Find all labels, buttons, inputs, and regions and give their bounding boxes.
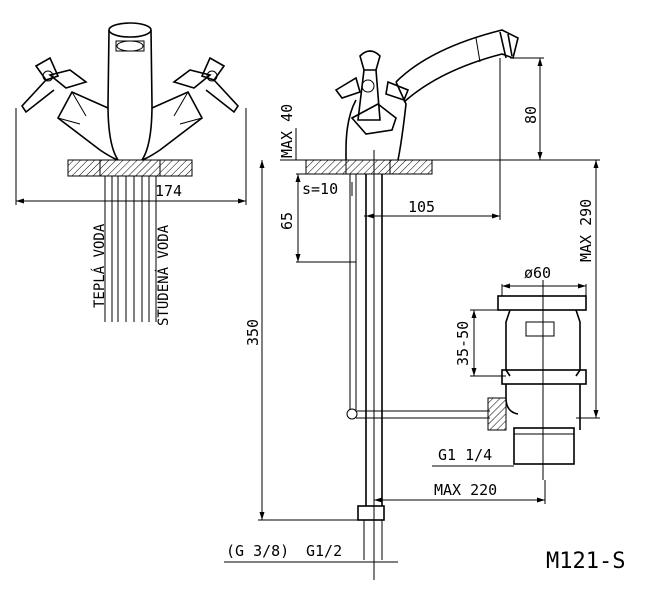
dim-max-40: MAX 40: [278, 104, 296, 158]
side-dimensions: [224, 57, 600, 563]
dim-35-50: 35-50: [454, 321, 472, 366]
dim-s-10: s=10: [302, 180, 338, 198]
label-tepla-voda: TEPLÁ VODA: [91, 223, 108, 308]
dim-174: 174: [155, 182, 182, 200]
dim-dia-60: ø60: [524, 264, 551, 282]
dim-max-290: MAX 290: [577, 199, 595, 262]
dim-65: 65: [278, 212, 296, 230]
dim-g1-1-4: G1 1/4: [438, 446, 492, 464]
dim-350: 350: [244, 319, 262, 346]
dim-g3-8: (G 3/8): [226, 542, 289, 560]
model-number: M121-S: [546, 549, 625, 574]
side-view: [305, 29, 587, 580]
front-view: [15, 22, 247, 322]
label-studena-voda: STUDENÁ VODA: [155, 224, 172, 326]
dim-105: 105: [408, 198, 435, 216]
dim-max-220: MAX 220: [434, 481, 497, 499]
dim-g1-2: G1/2: [306, 542, 342, 560]
dim-80: 80: [522, 106, 540, 124]
